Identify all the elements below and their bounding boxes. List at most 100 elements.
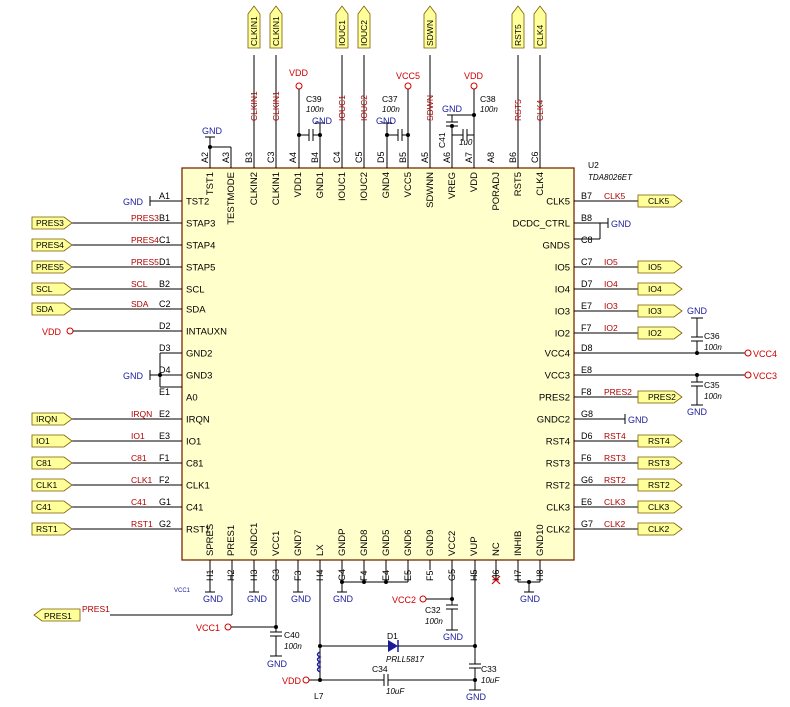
top-port: IOUC1 xyxy=(335,5,349,49)
top-pin-name: CLKIN2 xyxy=(249,172,260,205)
left-port: C81 xyxy=(31,456,73,470)
top-pin-number: A3 xyxy=(221,152,231,163)
left-pin-name: GND2 xyxy=(186,349,212,360)
right-net-label: PRES2 xyxy=(604,387,632,397)
top-pin-name: VDD1 xyxy=(293,172,304,197)
right-port: PRES2 xyxy=(637,390,683,404)
top-port: CLKIN1 xyxy=(269,5,283,49)
right-pin-name: PRES2 xyxy=(539,393,570,404)
gnd-label-c36: GND xyxy=(687,306,708,316)
top-pin-name: VCC5 xyxy=(403,172,414,197)
right-port-label: PRES2 xyxy=(648,392,676,402)
top-pin-name: PORADJ xyxy=(491,172,502,211)
top-pin-number: B5 xyxy=(398,152,408,163)
vdd-label-bottom: VDD xyxy=(282,676,302,686)
c38-value: 100n xyxy=(480,105,498,114)
right-pin-name: CLK5 xyxy=(546,197,570,208)
right-pin-number: B8 xyxy=(581,213,592,223)
bottom-pin-name: PRES1 xyxy=(226,525,237,556)
right-pin-number: E6 xyxy=(581,497,592,507)
right-port: IO5 xyxy=(637,260,683,274)
top-port: RST5 xyxy=(511,5,525,49)
right-port: IO2 xyxy=(637,326,683,340)
top-pin-name: SDWNN xyxy=(425,172,436,208)
right-port-label: RST2 xyxy=(648,480,670,490)
gnd-label-c35: GND xyxy=(687,407,708,417)
c35-ref: C35 xyxy=(704,380,720,390)
left-pin-number: E1 xyxy=(159,387,170,397)
gnd-label-c33: GND xyxy=(466,692,487,702)
right-port-label: RST3 xyxy=(648,458,670,468)
left-pin-number: B1 xyxy=(159,213,170,223)
chip-part: TDA8026ET xyxy=(588,173,633,182)
left-port-label: RST1 xyxy=(36,524,58,534)
right-pin-number: G6 xyxy=(581,475,593,485)
right-pin-number: F8 xyxy=(581,387,592,397)
top-pin-number: A6 xyxy=(442,152,452,163)
left-port: PRES3 xyxy=(31,216,73,230)
left-port-label: PRES5 xyxy=(36,262,64,272)
bottom-pin-name: GNDC1 xyxy=(249,523,260,556)
vcc1-small-label: VCC1 xyxy=(174,588,191,594)
left-pin-name: IO1 xyxy=(186,437,201,448)
left-port-label: PRES4 xyxy=(36,240,64,250)
c35-value: 100n xyxy=(704,392,722,401)
right-pin-number: D7 xyxy=(581,279,593,289)
c38-ref: C38 xyxy=(480,94,496,104)
left-net-label: PRES3 xyxy=(131,213,159,223)
bottom-pin-name: VCC2 xyxy=(447,531,458,556)
top-pin-name: TESTMODE xyxy=(226,172,237,225)
c41-value: 1u0 xyxy=(459,138,473,147)
left-pin-number: C2 xyxy=(159,299,171,309)
c36-value: 100n xyxy=(704,343,722,352)
right-pin-name: RST2 xyxy=(546,481,570,492)
right-net-label: RST3 xyxy=(604,453,626,463)
top-net-label: IOUC1 xyxy=(337,95,347,121)
c33-ref: C33 xyxy=(481,664,497,674)
bottom-pin-number: H5 xyxy=(469,569,479,581)
left-port: IRQN xyxy=(31,412,73,426)
top-extras: GND VDD GND C39 100n VCC5 GND C37 100n V… xyxy=(202,68,498,168)
c40-value: 100n xyxy=(284,642,302,651)
left-pin-number: D4 xyxy=(159,365,171,375)
right-pin-number: D6 xyxy=(581,431,593,441)
right-port-label: IO2 xyxy=(648,328,662,338)
top-pin-number: C3 xyxy=(266,151,276,163)
top-port: IOUC2 xyxy=(357,5,371,49)
vdd-label-top-2: VDD xyxy=(464,71,484,81)
top-net-label: SDWN xyxy=(425,95,435,121)
left-pin-number: C1 xyxy=(159,235,171,245)
bottom-pin-name: VCC1 xyxy=(271,531,282,556)
right-port: CLK2 xyxy=(637,522,683,536)
right-port-label: IO5 xyxy=(648,262,662,272)
right-pin-number: B7 xyxy=(581,191,592,201)
left-pin-number: D1 xyxy=(159,257,171,267)
bottom-pin-name: GND8 xyxy=(359,530,370,556)
right-pin-name: GNDS xyxy=(543,241,570,252)
right-port: IO4 xyxy=(637,282,683,296)
top-port: SDWN xyxy=(423,5,437,49)
c37-value: 100n xyxy=(382,105,400,114)
top-pin-number: A7 xyxy=(464,152,474,163)
right-pin-name: DCDC_CTRL xyxy=(512,219,570,230)
right-pin-name: CLK3 xyxy=(546,503,570,514)
left-net-label: RST1 xyxy=(131,519,153,529)
left-port: RST1 xyxy=(31,522,73,536)
right-net-label: RST4 xyxy=(604,431,626,441)
right-port-label: CLK2 xyxy=(648,524,670,534)
top-port-group: CLKIN1CLKIN1CLKIN1CLKIN1IOUC1IOUC1IOUC2I… xyxy=(247,5,547,168)
right-pin-number: D8 xyxy=(581,343,593,353)
bottom-pin-name: NC xyxy=(491,542,502,556)
top-net-label: IOUC2 xyxy=(359,95,369,121)
c37-ref: C37 xyxy=(382,94,398,104)
bottom-pin-name: GND6 xyxy=(403,530,414,556)
right-pin-number: F6 xyxy=(581,453,592,463)
right-net-label: CLK5 xyxy=(604,191,626,201)
left-net-label: SCL xyxy=(131,279,148,289)
bottom-pin-number: F5 xyxy=(425,570,435,581)
left-pin-name: C81 xyxy=(186,459,203,470)
top-pin-number: B3 xyxy=(244,152,254,163)
top-pin-name: RST5 xyxy=(513,172,524,196)
left-gnd-bracket: GND GND VDD xyxy=(42,196,182,388)
